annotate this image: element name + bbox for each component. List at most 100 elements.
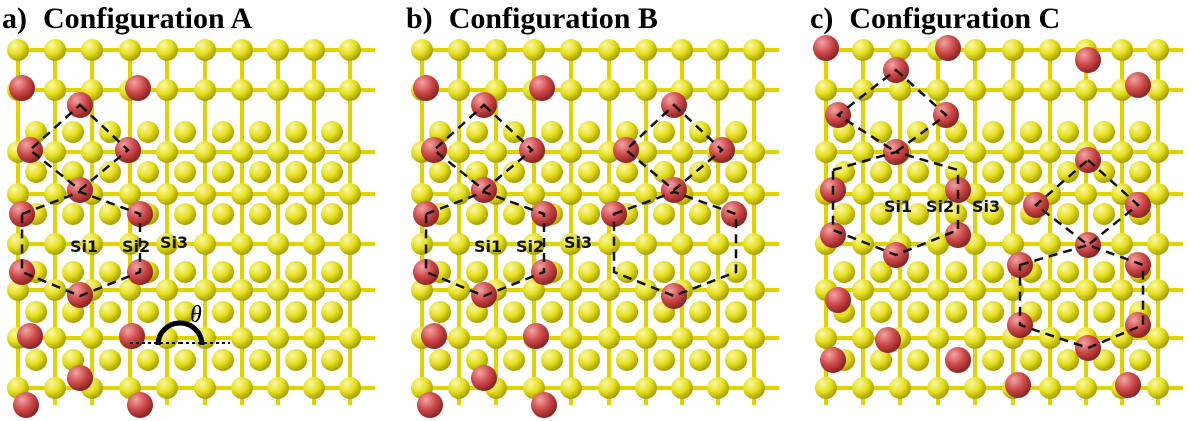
si-atom xyxy=(1093,261,1115,283)
si-atom xyxy=(119,233,141,255)
si-atom xyxy=(44,377,66,399)
o-atom xyxy=(125,75,151,101)
o-atom xyxy=(875,327,901,353)
si-atom xyxy=(25,161,47,183)
si-atom xyxy=(81,39,103,61)
panel-letter-b: b) xyxy=(406,2,433,35)
si-atom xyxy=(1075,183,1097,205)
si-atom xyxy=(174,203,196,225)
si-atom xyxy=(560,79,582,101)
si-atom xyxy=(1039,279,1061,301)
si-atom xyxy=(852,141,874,163)
si-atom xyxy=(503,301,525,323)
si-atom xyxy=(7,183,29,205)
si-atom xyxy=(1147,183,1169,205)
o-atom xyxy=(67,365,93,391)
si-atom xyxy=(44,183,66,205)
si-atom xyxy=(870,121,892,143)
si-atom xyxy=(982,301,1004,323)
si-atom xyxy=(870,203,892,225)
si-atom xyxy=(1002,79,1024,101)
si-atom xyxy=(303,79,325,101)
o-atom xyxy=(9,259,35,285)
si-atom xyxy=(503,261,525,283)
si-atom xyxy=(44,141,66,163)
si-atom xyxy=(174,261,196,283)
si-atom xyxy=(560,183,582,205)
si-atom xyxy=(448,327,470,349)
si-atom xyxy=(889,183,911,205)
si-atom xyxy=(137,349,159,371)
si-atom xyxy=(815,141,837,163)
si-atom xyxy=(725,301,747,323)
si-atom xyxy=(156,279,178,301)
label-si2: Si2 xyxy=(926,197,954,216)
si-atom xyxy=(448,79,470,101)
si-atom xyxy=(889,79,911,101)
o-atom xyxy=(1125,312,1151,338)
si-atom xyxy=(156,233,178,255)
si-atom xyxy=(448,141,470,163)
si-atom xyxy=(964,327,986,349)
si-atom xyxy=(598,377,620,399)
si-atom xyxy=(503,161,525,183)
si-atom xyxy=(44,79,66,101)
si-atom xyxy=(156,377,178,399)
si-atom xyxy=(321,349,343,371)
si-atom xyxy=(303,183,325,205)
si-atom xyxy=(653,161,675,183)
si-atom xyxy=(889,279,911,301)
si-atom xyxy=(81,141,103,163)
si-atom xyxy=(560,141,582,163)
si-atom xyxy=(466,203,488,225)
si-atom xyxy=(212,349,234,371)
si-atom xyxy=(231,377,253,399)
si-atom xyxy=(1147,141,1169,163)
si-atom xyxy=(907,121,929,143)
si-atom xyxy=(1002,141,1024,163)
si-atom xyxy=(541,301,563,323)
si-atom xyxy=(119,279,141,301)
label-si1: Si1 xyxy=(884,197,912,216)
si-atom xyxy=(653,261,675,283)
atoms xyxy=(411,39,765,418)
si-atom xyxy=(285,121,307,143)
o-atom xyxy=(935,35,961,61)
si-atom xyxy=(725,121,747,143)
si-atom xyxy=(1147,377,1169,399)
si-atom xyxy=(7,39,29,61)
si-atom xyxy=(1057,261,1079,283)
si-atom xyxy=(541,161,563,183)
si-atom xyxy=(725,161,747,183)
si-atom xyxy=(231,279,253,301)
si-atom xyxy=(44,327,66,349)
si-atom xyxy=(743,279,765,301)
si-atom xyxy=(743,79,765,101)
si-atom xyxy=(927,233,949,255)
si-atom xyxy=(25,349,47,371)
dashed-ring xyxy=(20,190,142,298)
o-atom xyxy=(1075,232,1101,258)
si-atom xyxy=(62,203,84,225)
si-atom xyxy=(194,39,216,61)
si-atom xyxy=(1129,349,1151,371)
si-atom xyxy=(743,233,765,255)
si-atom xyxy=(231,141,253,163)
si-atom xyxy=(616,261,638,283)
si-atom xyxy=(485,327,507,349)
angle-arc xyxy=(155,320,205,346)
si-atom xyxy=(503,349,525,371)
si-atom xyxy=(927,183,949,205)
si-atom xyxy=(7,233,29,255)
si-atom xyxy=(448,39,470,61)
si-atom xyxy=(945,203,967,225)
si-atom xyxy=(119,39,141,61)
si-atom xyxy=(578,121,600,143)
si-atom xyxy=(303,39,325,61)
o-atom xyxy=(13,392,39,418)
si-atom xyxy=(982,349,1004,371)
si-atom xyxy=(1002,279,1024,301)
label-si3: Si3 xyxy=(160,233,188,252)
